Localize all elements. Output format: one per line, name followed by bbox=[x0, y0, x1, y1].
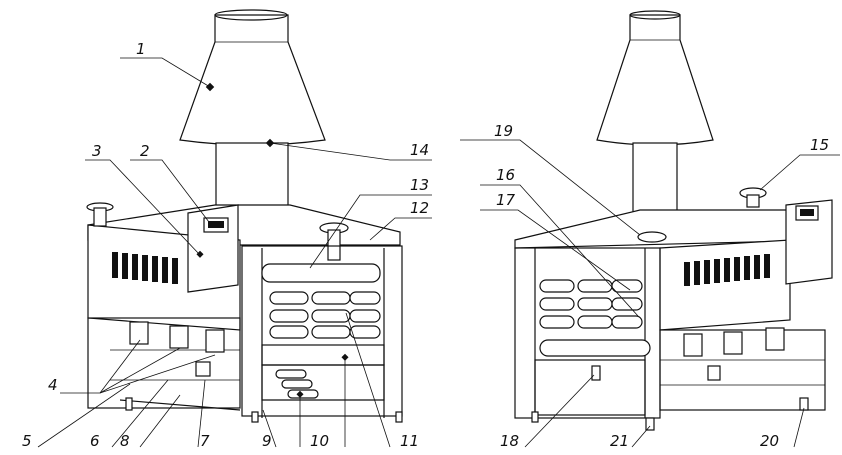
callout-leaders bbox=[37, 57, 840, 448]
right-boiler-view bbox=[514, 10, 833, 431]
callout-15: 15 bbox=[810, 136, 829, 154]
left-boiler-view bbox=[86, 9, 403, 423]
callout-16: 16 bbox=[496, 166, 515, 184]
callout-2: 2 bbox=[140, 142, 150, 160]
left-pumps bbox=[129, 321, 225, 377]
callout-14: 14 bbox=[410, 141, 429, 159]
left-heat-exchanger-tubes bbox=[269, 291, 381, 339]
right-open-frame bbox=[514, 247, 661, 419]
callout-20: 20 bbox=[760, 432, 779, 450]
callout-5: 5 bbox=[22, 432, 32, 450]
callout-13: 13 bbox=[410, 176, 429, 194]
callout-3: 3 bbox=[92, 142, 102, 160]
callout-21: 21 bbox=[610, 432, 629, 450]
right-vent-grill bbox=[684, 254, 770, 286]
callout-4: 4 bbox=[48, 376, 58, 394]
callout-10: 10 bbox=[310, 432, 329, 450]
callout-6: 6 bbox=[90, 432, 100, 450]
right-chimney-hood bbox=[596, 14, 714, 146]
callout-18: 18 bbox=[500, 432, 519, 450]
callout-9: 9 bbox=[262, 432, 272, 450]
callout-12: 12 bbox=[410, 199, 429, 217]
left-burner-tubes bbox=[275, 369, 319, 399]
callout-11: 11 bbox=[400, 432, 419, 450]
right-control-unit bbox=[785, 199, 833, 285]
callout-1: 1 bbox=[136, 40, 146, 58]
callout-17: 17 bbox=[496, 191, 516, 209]
right-heat-exchanger-tubes bbox=[539, 279, 643, 329]
right-boiler-casing bbox=[659, 239, 791, 331]
callout-8: 8 bbox=[120, 432, 130, 450]
left-chimney-hood bbox=[179, 14, 326, 146]
right-pumps bbox=[683, 327, 785, 381]
callout-7: 7 bbox=[200, 432, 210, 450]
callout-numbers: 1 2 3 4 5 6 7 8 9 10 11 12 13 14 15 16 1… bbox=[22, 40, 829, 450]
callout-19: 19 bbox=[494, 122, 513, 140]
left-vent-grill bbox=[112, 252, 178, 284]
left-open-frame bbox=[241, 245, 403, 417]
